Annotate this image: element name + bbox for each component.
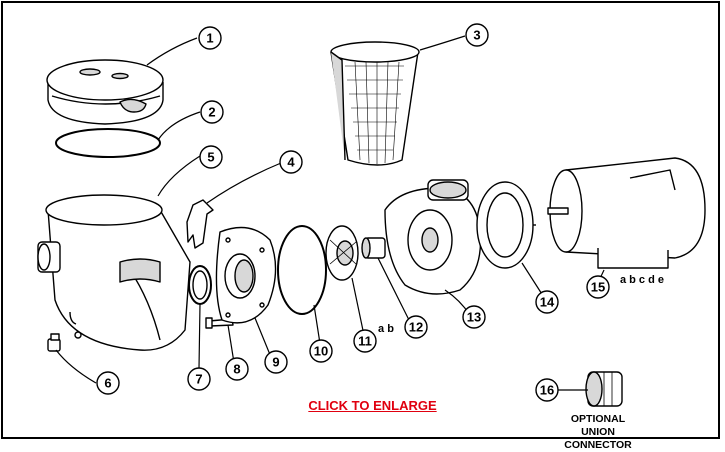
- callout-13: 13: [467, 310, 481, 325]
- callout-labels: 1 2 3 4 5 6 7 8 9 10 11 a b 12 13 14 15 …: [104, 28, 664, 398]
- callout-5: 5: [207, 150, 214, 165]
- callout-circles: [96, 23, 610, 402]
- part-pump-housing: [384, 179, 482, 295]
- callout-15: 15: [591, 280, 605, 295]
- part-diffuser-o-ring: [188, 265, 212, 305]
- callout-11-variants: a b: [378, 323, 394, 335]
- diagram-frame: [1, 1, 720, 439]
- union-label-line-2: UNION CONNECTOR: [564, 426, 632, 451]
- part-motor-adapter: [476, 181, 536, 269]
- union-connector-label: OPTIONAL UNION CONNECTOR: [548, 413, 648, 452]
- part-strainer-housing: [37, 194, 191, 351]
- part-impeller: [325, 225, 359, 281]
- part-shaft-seal: [361, 237, 386, 259]
- part-clamp: [186, 199, 214, 249]
- part-drain-plug: [47, 333, 61, 352]
- callout-14: 14: [540, 295, 555, 310]
- callout-8: 8: [233, 362, 240, 377]
- part-lid: [46, 59, 164, 125]
- callout-15-variants: a b c d e: [620, 274, 664, 286]
- union-label-line-1: OPTIONAL: [570, 413, 626, 425]
- callout-11: 11: [358, 334, 372, 349]
- callout-7: 7: [195, 372, 202, 387]
- callout-12: 12: [409, 320, 423, 335]
- part-seal-plate: [215, 226, 277, 324]
- callout-9: 9: [272, 355, 279, 370]
- part-union-connector: [585, 371, 623, 407]
- part-strainer-basket: [330, 41, 420, 166]
- part-housing-o-ring: [277, 225, 327, 315]
- callout-10: 10: [314, 344, 328, 359]
- callout-6: 6: [104, 376, 111, 391]
- callout-1: 1: [206, 31, 213, 46]
- callout-2: 2: [208, 105, 215, 120]
- part-lid-o-ring: [55, 128, 161, 158]
- callout-16: 16: [540, 383, 554, 398]
- callout-3: 3: [473, 28, 480, 43]
- callout-4: 4: [287, 155, 295, 170]
- part-motor: [547, 157, 706, 269]
- click-to-enlarge-link[interactable]: CLICK TO ENLARGE: [308, 398, 437, 413]
